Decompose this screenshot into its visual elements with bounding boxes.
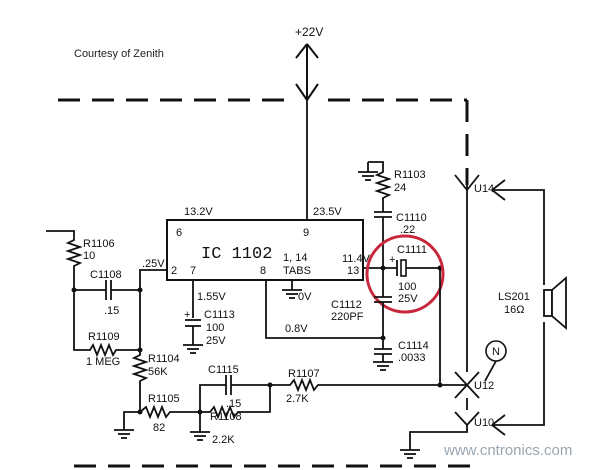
r1107-ref: R1107 [288, 368, 320, 380]
dashed-bus [58, 98, 470, 468]
c1115-ref: C1115 [208, 364, 239, 376]
ic-pin-6: 6 [176, 227, 182, 239]
credit-text: Courtesy of Zenith [74, 48, 164, 60]
r1107-value: 2.7K [286, 393, 309, 405]
voltage-pin13: 11.4V [342, 253, 371, 265]
c1114-value: .0033 [398, 352, 426, 364]
speaker-ls201: LS201 16Ω [498, 276, 567, 330]
voltage-pin8: 0V [298, 291, 312, 303]
c1111-highlight-ring [365, 234, 445, 314]
r1105: R1105 82 [123, 393, 203, 434]
ls201-value: 16Ω [504, 304, 524, 316]
r1104-value: 56K [148, 366, 168, 378]
r1104: R1104 56K [131, 290, 180, 415]
r1109-ref: R1109 [88, 331, 120, 343]
c1113-value1: 100 [206, 322, 224, 334]
c1110-ref: C1110 [396, 212, 427, 224]
output-connector-fork: U14 U12 U10 [400, 174, 494, 459]
c1111: + C1111 100 25V [363, 234, 445, 314]
pin8-rail [265, 280, 383, 339]
ic-pin-13: 13 [347, 265, 359, 277]
n-marker: N [484, 340, 507, 382]
r1107: R1107 2.7K [270, 368, 443, 405]
r1108: R1108 2.2K [199, 385, 271, 446]
r1105-value: 82 [153, 422, 165, 434]
ic-pin-1-14: 1, 14 [283, 252, 307, 264]
voltage-pin8-rail: 0.8V [285, 323, 308, 335]
supply-arrow: +22V [295, 25, 323, 101]
c1113-plus: + [184, 309, 190, 321]
c1113-value2: 25V [206, 335, 226, 347]
speaker-loop [491, 179, 545, 436]
ls201-ref: LS201 [498, 291, 530, 303]
voltage-pin2: .25V [142, 258, 165, 270]
c1113: + C1113 100 25V [184, 280, 235, 347]
r1108-ref: R1108 [210, 411, 242, 423]
voltage-pin6: 13.2V [184, 206, 213, 218]
r1105-ref: R1105 [148, 393, 180, 405]
c1111-ref: C1111 [397, 244, 427, 256]
watermark-text: www.cntronics.com [443, 442, 572, 459]
ground-r1108 [190, 431, 210, 441]
c1108-ref: C1108 [90, 269, 122, 281]
ground-r1103 [358, 162, 378, 181]
ic-1102: IC 1102 6 9 2 7 8 1, 14 TABS 13 13.2V 23… [142, 206, 371, 335]
c1114: C1114 .0033 [373, 338, 429, 371]
ic-pin-7: 7 [190, 265, 196, 277]
ic-pin-9: 9 [303, 227, 309, 239]
c1113-ref: C1113 [204, 309, 235, 321]
r1104-ref: R1104 [148, 353, 180, 365]
r1106: R1106 10 [46, 230, 115, 290]
ic-pin-tabs: TABS [283, 265, 311, 277]
c1112: C1112 220PF [331, 268, 392, 341]
supply-voltage-label: +22V [295, 25, 323, 39]
c1115-value: .15 [226, 398, 241, 410]
c1112-ref: C1112 [331, 299, 362, 311]
voltage-pin9: 23.5V [313, 206, 342, 218]
r1108-value: 2.2K [212, 434, 235, 446]
c1115: C1115 .15 [199, 364, 273, 412]
r1103: R1103 24 [368, 161, 426, 212]
c1110-value: .22 [400, 224, 415, 236]
voltage-pin7: 1.55V [197, 291, 226, 303]
r1103-value: 24 [394, 182, 406, 194]
connector-u10: U10 [474, 417, 494, 429]
ground-left [114, 429, 134, 439]
ic-pin-2: 2 [171, 265, 177, 277]
r1109: R1109 1 MEG [73, 290, 143, 368]
c1111-value1: 100 [398, 281, 416, 293]
r1109-value: 1 MEG [86, 356, 120, 368]
r1106-ref: R1106 [83, 238, 115, 250]
r1103-ref: R1103 [394, 169, 426, 181]
n-marker-label: N [492, 346, 500, 358]
connector-u12: U12 [474, 380, 494, 392]
c1112-value: 220PF [331, 311, 364, 323]
c1111-plus: + [389, 254, 395, 266]
connector-u14: U14 [474, 183, 494, 195]
r1106-value: 10 [83, 250, 95, 262]
c1111-value2: 25V [398, 293, 418, 305]
c1108-value: .15 [104, 305, 119, 317]
c1108: C1108 .15 [71, 269, 143, 317]
ic-name: IC 1102 [201, 245, 272, 264]
ic-pin-8: 8 [260, 265, 266, 277]
c1114-ref: C1114 [398, 340, 429, 352]
ground-c1113 [183, 344, 203, 354]
